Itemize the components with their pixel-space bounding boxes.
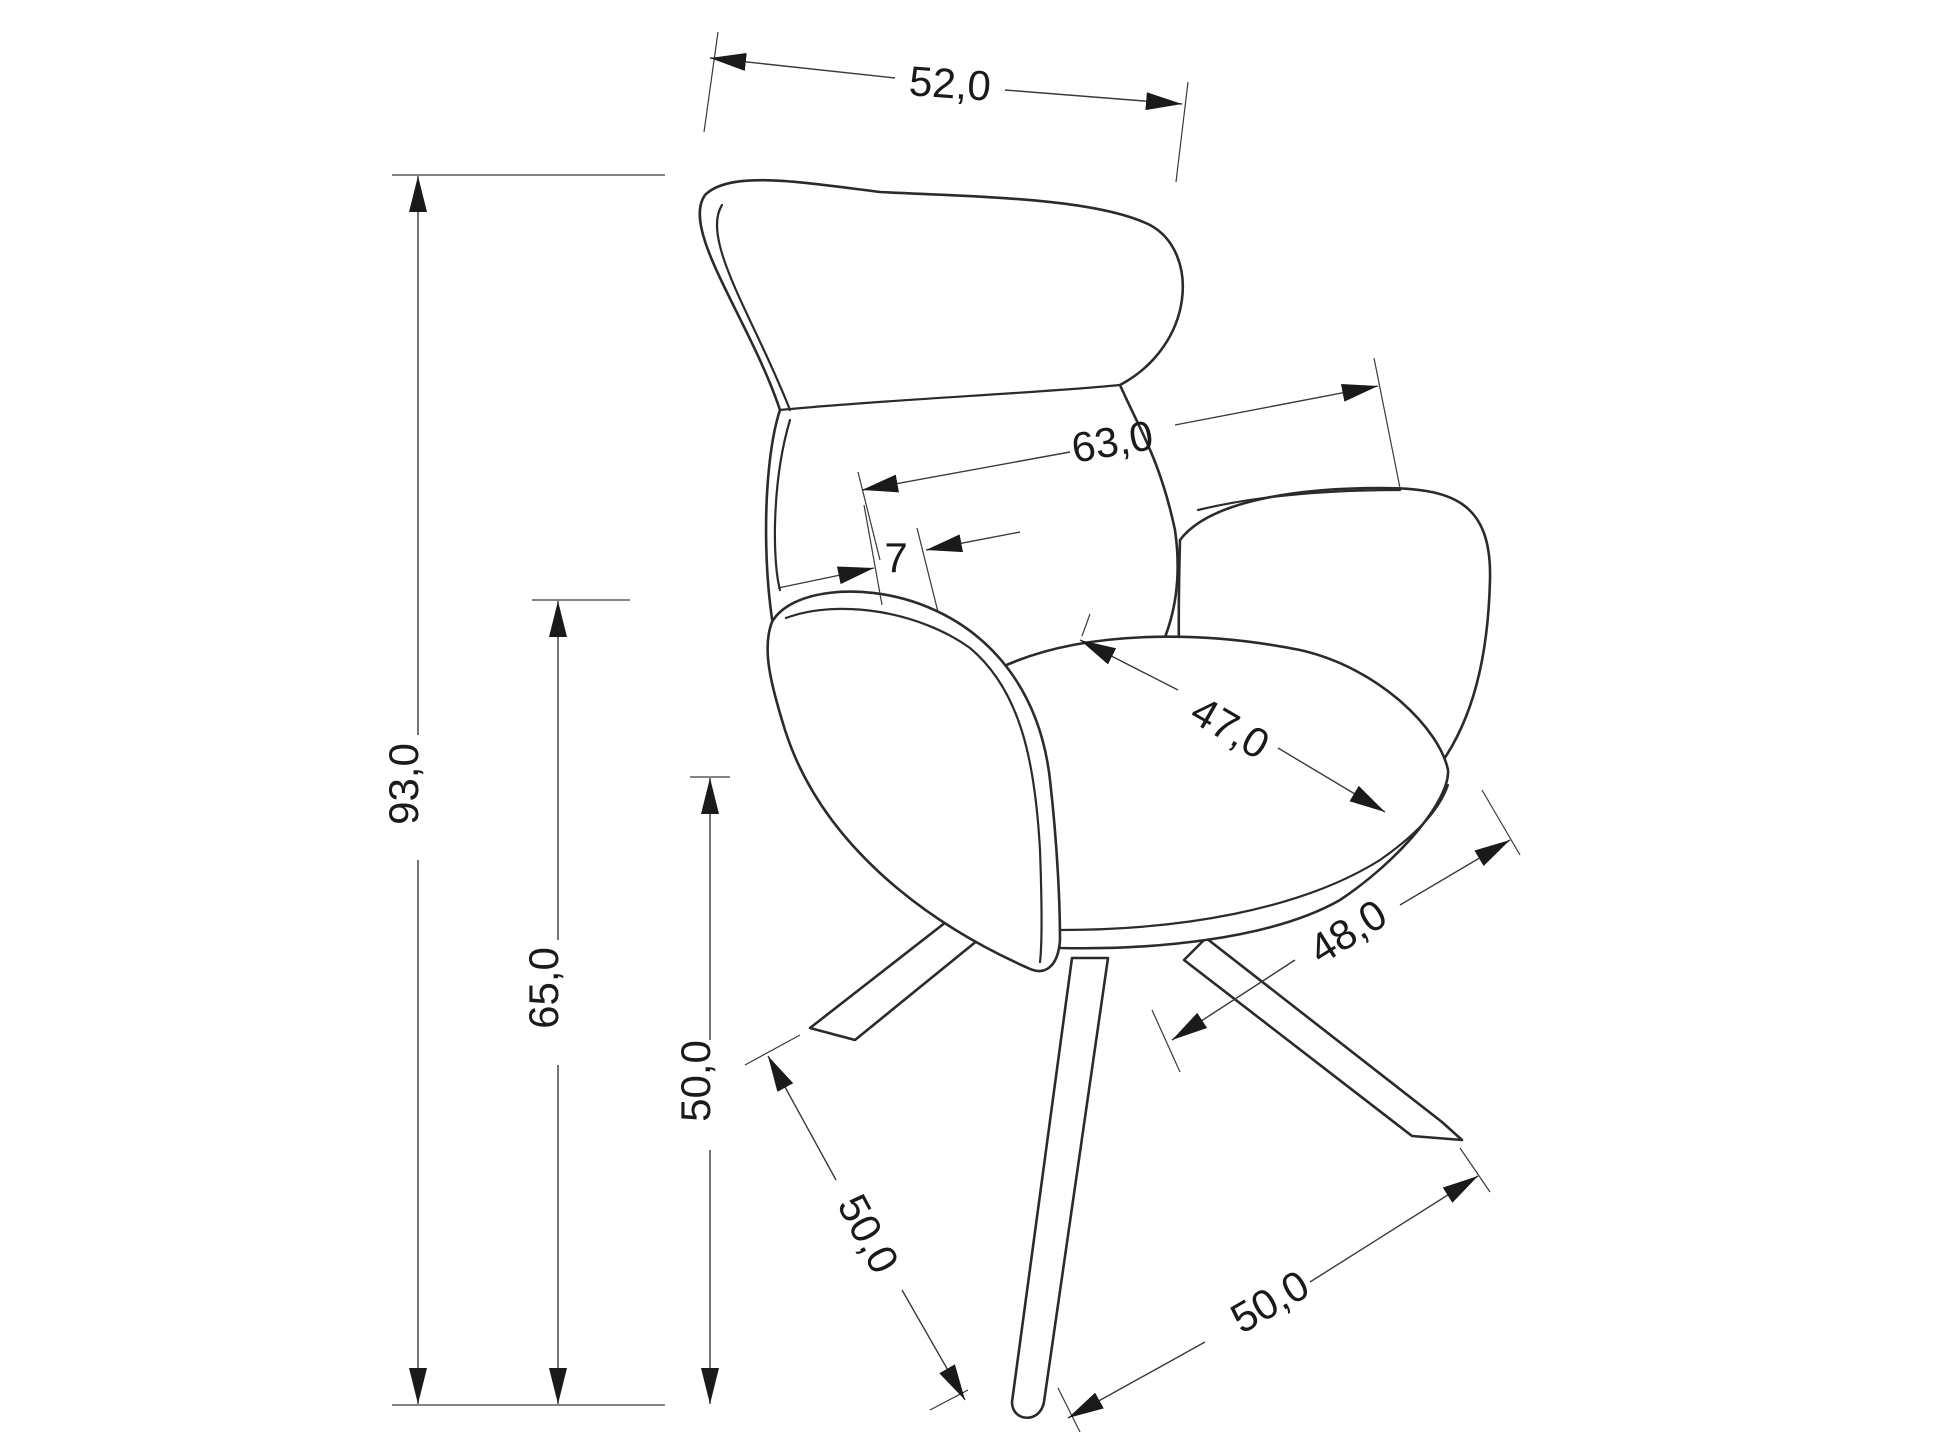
dimension-base-width: 50,0	[1057, 1147, 1491, 1433]
dimension-armrest-width: 7	[777, 504, 1021, 613]
chair-headrest-seam	[778, 383, 1122, 412]
dimension-top-width: 52,0	[703, 31, 1189, 183]
dimension-label-base-width: 50,0	[1223, 1261, 1317, 1343]
dimension-label-seat-height: 50,0	[672, 1040, 719, 1122]
dimension-base-depth: 50,0	[744, 1034, 969, 1411]
dimension-label-armrest-height: 65,0	[520, 947, 567, 1029]
chair-armrest-left-edge	[784, 607, 1043, 964]
dimension-label-top-width: 52,0	[908, 57, 993, 110]
dimension-label-total-height: 93,0	[380, 743, 427, 825]
chair-backrest-edge	[716, 203, 792, 412]
chair-armrest-right-edge	[1196, 488, 1402, 512]
dimension-label-base-depth: 50,0	[829, 1187, 909, 1281]
dimension-seat-height: 50,0	[672, 776, 730, 1404]
dimension-armrest-height: 65,0	[520, 599, 630, 1404]
chair-illustration	[698, 178, 1492, 1419]
chair-leg-back-right	[1182, 936, 1464, 1142]
chair-leg-back-left	[808, 920, 980, 1042]
dimension-label-armrest-width: 7	[884, 534, 907, 581]
chair-armrest-left	[766, 590, 1062, 973]
chair-backrest-inner-edge	[773, 418, 792, 592]
chair-leg-front	[1010, 956, 1110, 1419]
chair-seat-edge	[1058, 783, 1450, 932]
dimension-total-height: 93,0	[380, 174, 665, 1406]
